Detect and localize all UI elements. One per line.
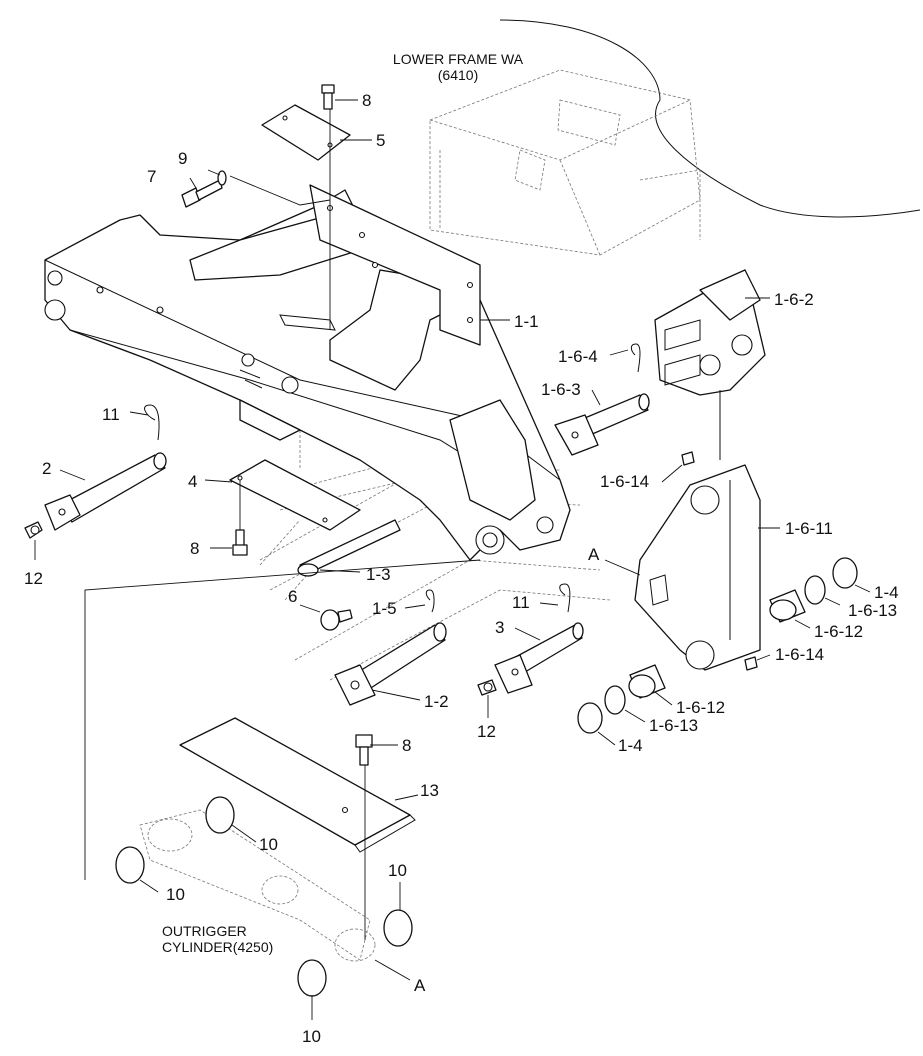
grease-nipple-mid: [477, 679, 497, 696]
callout-1-4-left: 1-4: [618, 736, 643, 755]
seal-rings-10: [115, 796, 413, 997]
callout-A-top: A: [588, 545, 600, 564]
cover-13: [179, 717, 416, 940]
callout-10-bottom: 10: [302, 1027, 321, 1046]
callout-1-5: 1-5: [372, 599, 397, 618]
lower-frame-title: LOWER FRAME WA: [393, 51, 524, 67]
callout-12-left: 12: [24, 569, 43, 588]
callout-8-bottom: 8: [402, 736, 411, 755]
callout-1-6-11: 1-6-11: [785, 519, 833, 538]
callout-2: 2: [42, 459, 51, 478]
callout-1-6-14-top: 1-6-14: [600, 472, 649, 491]
callout-10-upper: 10: [259, 835, 278, 854]
grease-nipple-1-6-14: [681, 451, 758, 671]
bolt-mid: [232, 529, 248, 556]
callout-labels: 8 5 9 7 1-1 1-6-2 1-6-4 1-6-3 11 2 4 1-6…: [24, 91, 899, 1046]
cotter-1-5: [425, 589, 435, 613]
callout-1-6-14-bottom: 1-6-14: [775, 645, 824, 664]
callout-A-bottom: A: [414, 976, 426, 995]
callout-13: 13: [420, 781, 439, 800]
callout-11-mid: 11: [512, 593, 530, 612]
callout-1-6-12-left: 1-6-12: [676, 698, 725, 717]
lower-frame-code: (6410): [438, 67, 478, 83]
callout-12-mid: 12: [477, 722, 496, 741]
leader-lines: [34, 99, 871, 1020]
callout-1-6-3: 1-6-3: [541, 380, 581, 399]
callout-5: 5: [376, 131, 385, 150]
callout-1-6-12-right: 1-6-12: [814, 622, 863, 641]
callout-1-6-13-left: 1-6-13: [649, 716, 698, 735]
grease-nipple-left: [24, 521, 43, 539]
outrigger-cylinder-label: OUTRIGGER CYLINDER(4250): [162, 923, 273, 955]
callout-1-2: 1-2: [424, 692, 449, 711]
callout-1-3: 1-3: [366, 565, 391, 584]
callout-9: 9: [178, 149, 187, 168]
callout-1-6-13-right: 1-6-13: [848, 601, 897, 620]
bolt-bottom: [355, 734, 373, 766]
callout-6: 6: [288, 587, 297, 606]
link-1-6-11: [634, 464, 761, 671]
callout-10-left: 10: [166, 885, 185, 904]
pin-3: [494, 583, 584, 694]
callout-1-4-right: 1-4: [874, 583, 899, 602]
outrigger-cylinder-code: CYLINDER(4250): [162, 939, 273, 955]
lower-frame-ghost: [429, 19, 921, 256]
pin-1-2: [334, 622, 447, 706]
bolt-7: [181, 170, 331, 208]
callout-1-1: 1-1: [514, 312, 539, 331]
callout-1-6-2: 1-6-2: [774, 290, 814, 309]
callout-11-left: 11: [102, 405, 120, 424]
callout-4: 4: [188, 472, 197, 491]
bracket-plate-4: [229, 459, 361, 540]
bracket-1-6-2: [654, 269, 766, 460]
outrigger-frame: [44, 184, 571, 561]
bushing-set-upper: [769, 557, 858, 623]
outrigger-cylinder-ghost: [84, 559, 481, 962]
callout-7: 7: [147, 167, 156, 186]
callout-8-top: 8: [362, 91, 371, 110]
cover-plate: [261, 104, 351, 330]
bushing-set-lower: [577, 664, 666, 734]
outrigger-cylinder-title: OUTRIGGER: [162, 923, 247, 939]
bolt-top: [321, 84, 335, 110]
bolt-6: [320, 609, 353, 631]
callout-8-mid: 8: [190, 539, 199, 558]
callout-1-6-4: 1-6-4: [558, 347, 598, 366]
lower-frame-label: LOWER FRAME WA (6410): [393, 51, 524, 83]
callout-3: 3: [495, 618, 504, 637]
pin-2: [44, 404, 167, 531]
callout-10-right: 10: [388, 861, 407, 880]
pin-1-6-3: [554, 343, 650, 456]
